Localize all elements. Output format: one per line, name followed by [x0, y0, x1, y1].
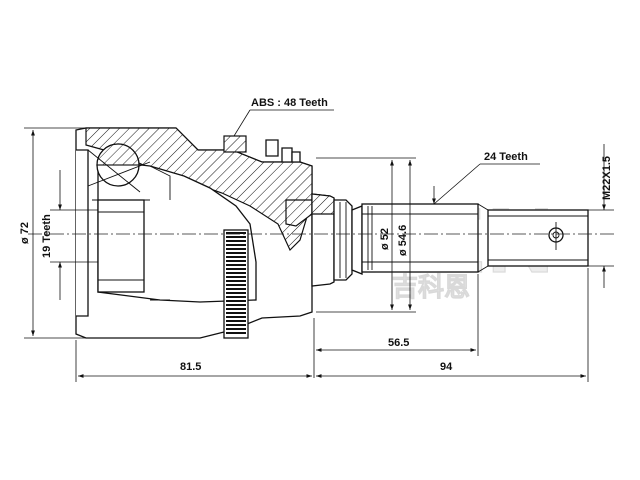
- abs-tooth: [226, 320, 246, 322]
- abs-callout: ABS : 48 Teeth: [233, 97, 334, 137]
- abs-tooth: [226, 304, 246, 306]
- dim-overall-lengths: 81.5 94: [75, 268, 589, 382]
- abs-tooth: [226, 280, 246, 282]
- abs-tooth: [226, 276, 246, 278]
- inner-spline-label: 19 Teeth: [41, 214, 53, 258]
- abs-tooth: [226, 244, 246, 246]
- abs-tooth: [226, 292, 246, 294]
- abs-tooth: [226, 268, 246, 270]
- abs-tooth: [226, 316, 246, 318]
- abs-tooth: [226, 236, 246, 238]
- stem-length-label: 94: [440, 361, 453, 373]
- abs-label: ABS : 48 Teeth: [251, 97, 328, 109]
- abs-tooth: [226, 264, 246, 266]
- dim-spline-length: 56.5: [313, 274, 479, 378]
- dim-outer-diameter-label: ø 72: [19, 222, 31, 244]
- watermark-subtext: 吉科恩: [392, 273, 470, 303]
- abs-tooth: [226, 252, 246, 254]
- abs-tooth: [226, 260, 246, 262]
- outer-spline-label: 24 Teeth: [484, 151, 528, 163]
- abs-tooth: [226, 324, 246, 326]
- abs-tooth: [226, 248, 246, 250]
- outer-bell-housing: [75, 127, 313, 339]
- abs-tooth: [226, 284, 246, 286]
- dust-shield: [265, 139, 301, 163]
- abs-tooth: [226, 288, 246, 290]
- abs-tooth: [226, 256, 246, 258]
- stub-shaft: [311, 193, 589, 287]
- abs-tooth: [226, 328, 246, 330]
- abs-tooth: [226, 296, 246, 298]
- dim-thread: M22X1.5: [588, 144, 614, 288]
- abs-tooth: [226, 312, 246, 314]
- abs-ring: [223, 229, 249, 339]
- body-length-label: 81.5: [180, 361, 201, 373]
- abs-marker: [223, 135, 247, 153]
- abs-tooth: [226, 232, 246, 234]
- dim-seat-diameters: ø 52 ø 54.6: [316, 157, 416, 313]
- abs-tooth: [226, 240, 246, 242]
- dim-outer-diameter: ø 72: [19, 127, 86, 339]
- abs-tooth: [226, 308, 246, 310]
- seat-diameter-label: ø 52: [379, 228, 391, 250]
- abs-tooth: [226, 272, 246, 274]
- abs-tooth: [226, 332, 246, 334]
- spline-length-label: 56.5: [388, 337, 409, 349]
- outer-spline-callout: 24 Teeth: [432, 151, 540, 205]
- dim-inner-spline: 19 Teeth: [41, 170, 98, 300]
- abs-tooth: [226, 300, 246, 302]
- shaft-diameter-label: ø 54.6: [397, 225, 409, 256]
- thread-label: M22X1.5: [601, 156, 613, 200]
